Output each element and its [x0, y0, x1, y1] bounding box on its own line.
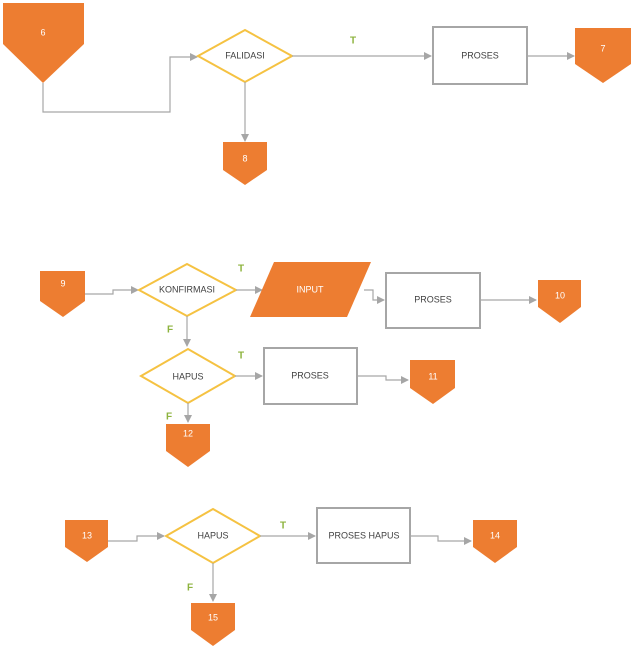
connector-line [364, 289, 385, 304]
offpage-connector-13: 13 [65, 520, 108, 562]
decision-konfirmasi: KONFIRMASI [136, 262, 239, 318]
connector-label: 11 [428, 371, 437, 381]
flow-2: 9 KONFIRMASI T INPUT PROSES 10 F HAPUS [40, 262, 581, 467]
process-label: PROSES [414, 294, 452, 304]
process-label: PROSES HAPUS [328, 530, 399, 540]
decision-label: KONFIRMASI [159, 284, 215, 294]
offpage-connector-7: 7 [575, 28, 631, 83]
connector-label: 13 [82, 530, 92, 540]
decision-label: HAPUS [197, 530, 228, 540]
connector-label: 8 [242, 153, 247, 163]
offpage-connector-9: 9 [40, 271, 85, 317]
connector-label: 9 [60, 278, 65, 288]
false-branch-label: F [187, 583, 193, 594]
offpage-connector-10: 10 [538, 280, 581, 323]
decision-label: HAPUS [172, 371, 203, 381]
connector-line [85, 286, 139, 295]
process-box: PROSES [263, 347, 358, 405]
true-branch-label: T [280, 521, 286, 532]
true-branch-label: T [238, 264, 244, 275]
connector-line [42, 53, 198, 113]
connector-label: 15 [208, 612, 218, 622]
process-label: PROSES [461, 50, 499, 60]
connector-label: 14 [490, 530, 500, 540]
offpage-connector-12: 12 [166, 424, 210, 467]
connector-label: 7 [600, 43, 605, 53]
flow-3: 13 HAPUS T PROSES HAPUS 14 F 15 [65, 507, 517, 646]
flow-1: 6 FALIDASI T PROSES 7 8 [3, 3, 631, 185]
connector-label: 10 [555, 290, 565, 300]
offpage-connector-6: 6 [3, 3, 84, 83]
input-label: INPUT [297, 284, 325, 294]
offpage-connector-14: 14 [473, 520, 517, 563]
process-box: PROSES HAPUS [316, 507, 411, 564]
connector-line [108, 532, 165, 542]
true-branch-label: T [238, 351, 244, 362]
connector-line [357, 375, 409, 384]
true-branch-label: T [350, 36, 356, 47]
connector-label: 12 [183, 428, 193, 438]
decision-falidasi: FALIDASI [195, 28, 295, 84]
false-branch-label: F [166, 412, 172, 423]
decision-label: FALIDASI [225, 50, 265, 60]
process-label: PROSES [291, 370, 329, 380]
offpage-connector-8: 8 [223, 142, 267, 185]
process-box: PROSES [385, 272, 481, 329]
decision-hapus: HAPUS [163, 507, 263, 565]
process-box: PROSES [432, 26, 528, 85]
connector-line [410, 535, 472, 545]
connector-label: 6 [40, 27, 45, 37]
input-parallelogram: INPUT [250, 262, 371, 317]
decision-hapus: HAPUS [138, 347, 238, 405]
offpage-connector-15: 15 [191, 603, 235, 646]
false-branch-label: F [167, 325, 173, 336]
offpage-connector-11: 11 [410, 360, 455, 404]
